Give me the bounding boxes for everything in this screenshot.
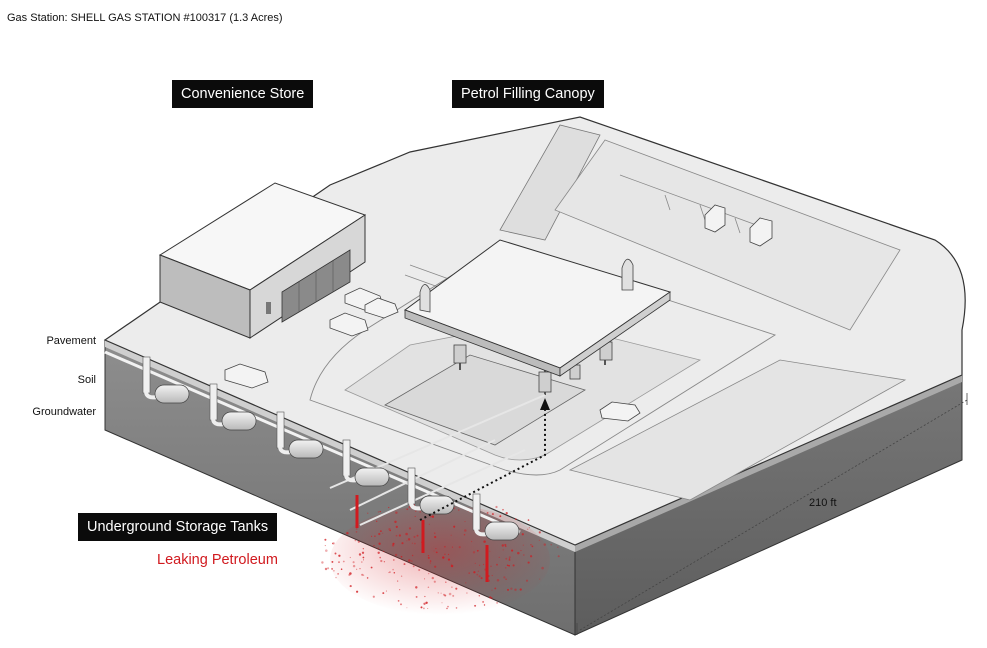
- label-convenience-store: Convenience Store: [172, 80, 313, 108]
- layer-label-soil: Soil: [78, 374, 96, 386]
- label-leaking-petroleum: Leaking Petroleum: [157, 552, 278, 568]
- layer-label-groundwater: Groundwater: [32, 406, 96, 418]
- page-title: Gas Station: SHELL GAS STATION #100317 (…: [7, 12, 283, 24]
- label-filling-canopy: Petrol Filling Canopy: [452, 80, 604, 108]
- layer-label-pavement: Pavement: [46, 335, 96, 347]
- dimension-label: 210 ft: [809, 497, 837, 509]
- label-storage-tanks: Underground Storage Tanks: [78, 513, 277, 541]
